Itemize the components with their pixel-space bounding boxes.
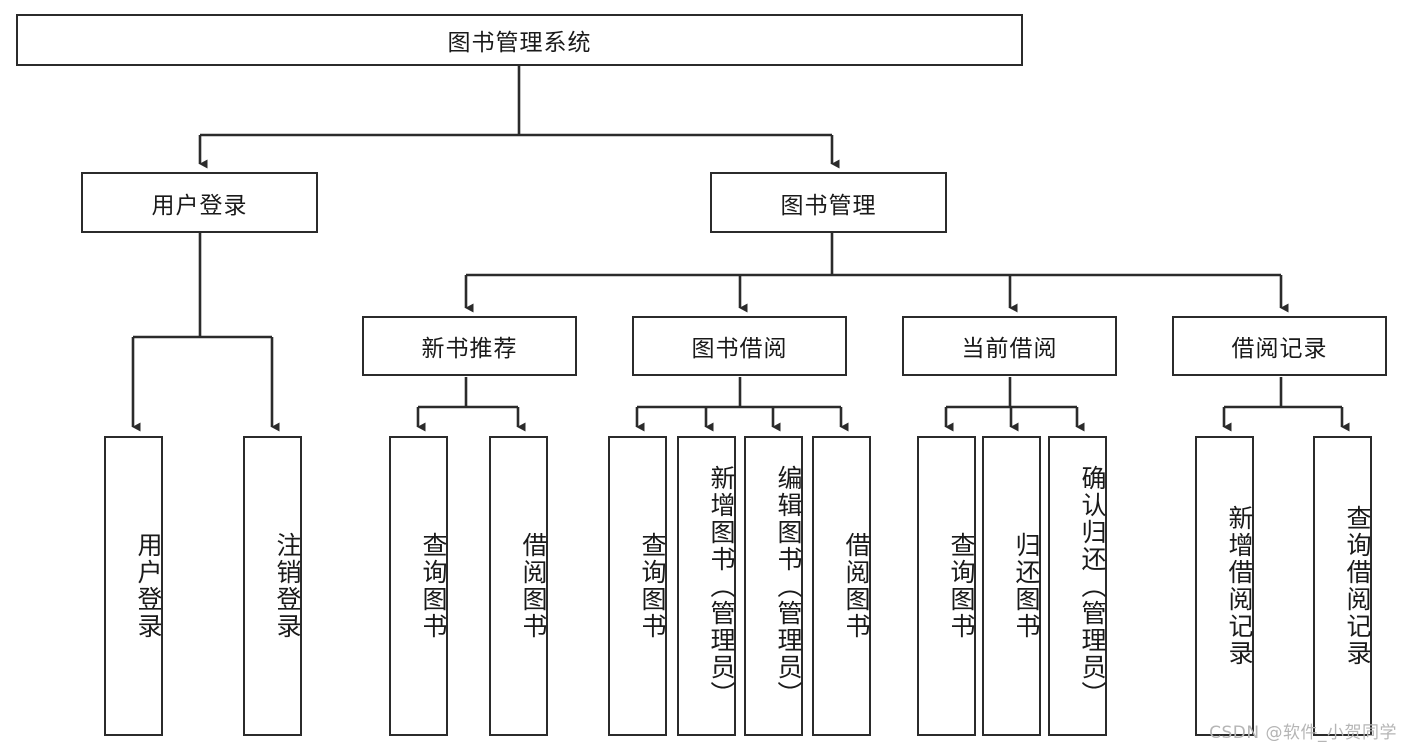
watermark: CSDN @软件_小贺同学 — [1209, 723, 1397, 743]
leaf-borrow-edit-book[interactable]: 编辑图书（管理员） — [744, 436, 803, 736]
node-label: 归还图书 — [1012, 532, 1041, 640]
leaf-borrow-add-book[interactable]: 新增图书（管理员） — [677, 436, 736, 736]
node-label: 查询借阅记录 — [1343, 505, 1372, 667]
node-label: 新增借阅记录 — [1225, 505, 1254, 667]
node-label: 查询图书 — [419, 532, 448, 640]
leaf-borrow-query-book[interactable]: 查询图书 — [608, 436, 667, 736]
leaf-user-logout[interactable]: 注销登录 — [243, 436, 302, 736]
node-label: 用户登录 — [151, 192, 248, 219]
node-label: 借阅图书 — [519, 532, 548, 640]
node-label: 用户登录 — [134, 532, 163, 640]
node-current-borrow[interactable]: 当前借阅 — [902, 316, 1117, 376]
node-label: 查询图书 — [947, 532, 976, 640]
node-root-system[interactable]: 图书管理系统 — [16, 14, 1023, 66]
node-label: 图书管理系统 — [447, 30, 592, 56]
node-label: 确认归还（管理员） — [1078, 464, 1107, 708]
node-new-book-recommend[interactable]: 新书推荐 — [362, 316, 577, 376]
leaf-recommend-query-book[interactable]: 查询图书 — [389, 436, 448, 736]
leaf-current-confirm-return[interactable]: 确认归还（管理员） — [1048, 436, 1107, 736]
node-label: 当前借阅 — [961, 336, 1058, 362]
leaf-borrow-borrow-book[interactable]: 借阅图书 — [812, 436, 871, 736]
node-label: 编辑图书（管理员） — [774, 464, 803, 708]
node-borrow-record[interactable]: 借阅记录 — [1172, 316, 1387, 376]
node-label: 新增图书（管理员） — [707, 464, 736, 708]
leaf-current-return-book[interactable]: 归还图书 — [982, 436, 1041, 736]
leaf-user-login[interactable]: 用户登录 — [104, 436, 163, 736]
leaf-record-add-record[interactable]: 新增借阅记录 — [1195, 436, 1254, 736]
node-book-management[interactable]: 图书管理 — [710, 172, 947, 233]
node-label: 查询图书 — [638, 532, 667, 640]
node-label: 图书管理 — [780, 192, 877, 219]
leaf-recommend-borrow-book[interactable]: 借阅图书 — [489, 436, 548, 736]
node-label: 图书借阅 — [691, 336, 788, 362]
node-user-login[interactable]: 用户登录 — [81, 172, 318, 233]
node-label: 借阅图书 — [842, 532, 871, 640]
node-label: 借阅记录 — [1231, 336, 1328, 362]
node-label: 注销登录 — [273, 532, 302, 640]
leaf-record-query-record[interactable]: 查询借阅记录 — [1313, 436, 1372, 736]
node-label: 新书推荐 — [421, 336, 518, 362]
node-book-borrow[interactable]: 图书借阅 — [632, 316, 847, 376]
leaf-current-query-book[interactable]: 查询图书 — [917, 436, 976, 736]
